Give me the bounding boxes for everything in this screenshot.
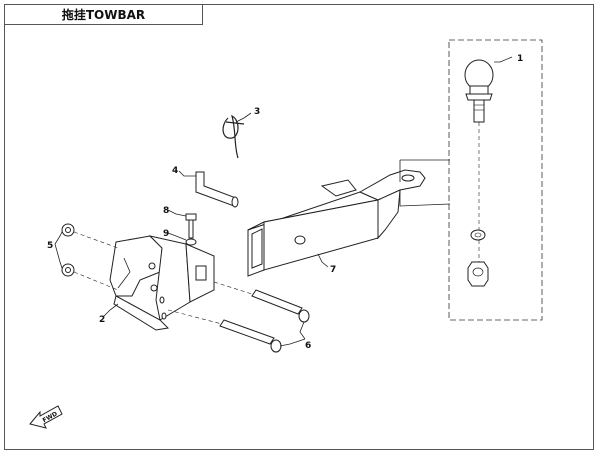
hex-nut — [467, 261, 489, 287]
hitch-pin — [195, 171, 239, 208]
bracket-nut-lower — [61, 263, 75, 277]
callout-3: 3 — [254, 107, 260, 117]
r-clip — [222, 114, 245, 159]
callout-7: 7 — [330, 265, 336, 275]
callout-5: 5 — [47, 241, 53, 251]
forward-arrow-icon: FWD — [29, 405, 63, 429]
tow-ball — [464, 59, 494, 123]
bolt — [185, 213, 197, 239]
drawing-frame — [4, 4, 594, 450]
flat-washer — [185, 238, 197, 246]
receiver-bracket — [109, 235, 215, 331]
callout-9: 9 — [163, 229, 169, 239]
fwd-label: FWD — [42, 410, 59, 424]
callout-4: 4 — [172, 166, 178, 176]
callout-1: 1 — [517, 54, 523, 64]
lock-washer — [470, 229, 486, 241]
callout-8: 8 — [163, 206, 169, 216]
callout-2: 2 — [99, 315, 105, 325]
callout-6: 6 — [305, 341, 311, 351]
long-bolt-upper — [251, 289, 310, 323]
bracket-nut-upper — [61, 223, 75, 237]
long-bolt-lower — [219, 319, 282, 353]
part-1-group-box — [448, 39, 543, 321]
draw-bar — [247, 169, 426, 277]
diagram-title: 拖挂TOWBAR — [5, 5, 203, 25]
